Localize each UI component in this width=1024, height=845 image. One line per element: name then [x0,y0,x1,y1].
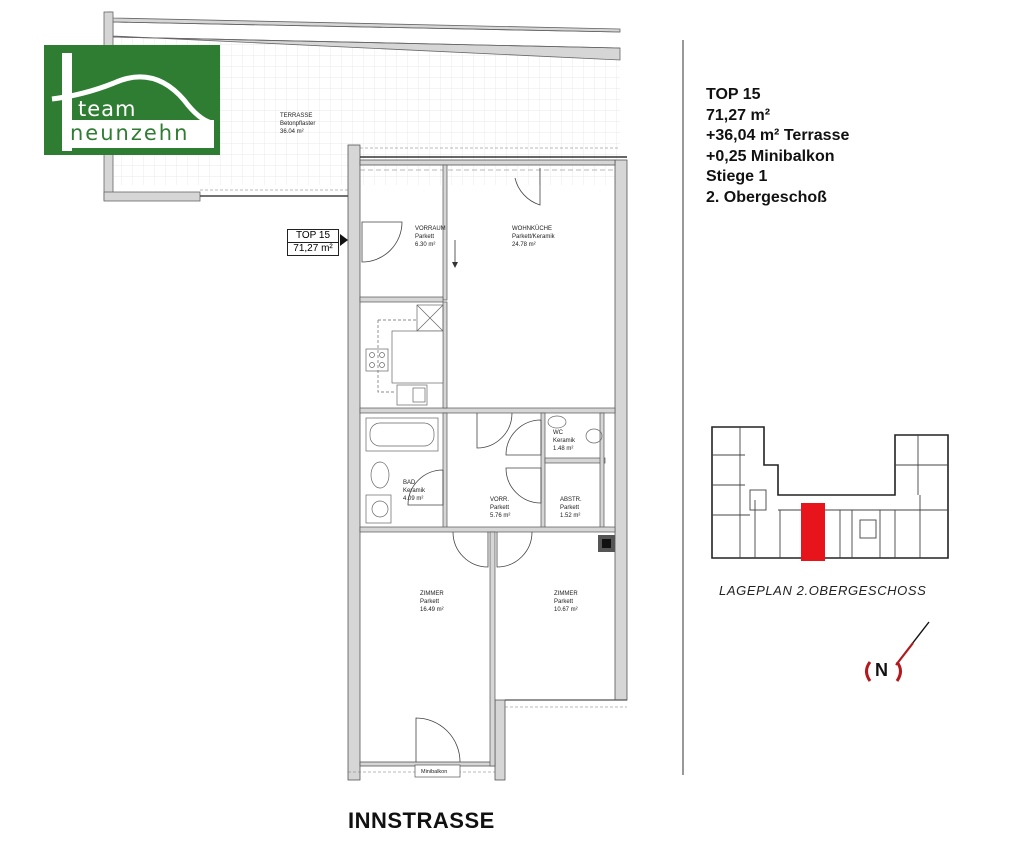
unit-floor: 2. Obergeschoß [706,188,827,206]
north-arrow-icon [865,621,930,682]
svg-text:5.76 m²: 5.76 m² [490,513,510,519]
svg-text:TERRASSE: TERRASSE [280,113,312,119]
svg-text:ZIMMER: ZIMMER [554,591,578,597]
unit-number: TOP 15 [706,86,761,103]
svg-text:WOHNKÜCHE: WOHNKÜCHE [512,225,552,232]
kitchen-fixtures [365,304,444,406]
logo-text-box [64,120,214,148]
unit-info-block: TOP 15 71,27 m² +36,04 m² Terrasse +0,25… [706,85,849,208]
unit-area: 71,27 m² [706,106,771,124]
entry-arrow-icon [340,234,348,246]
minibalkon-box [414,764,461,778]
bathroom-fixtures [365,415,603,524]
logo-text-neunzehn: neunzehn [70,121,190,145]
svg-text:Minibalkon: Minibalkon [421,769,447,775]
unit-stair: Stiege 1 [706,168,768,185]
svg-text:VORRAUM: VORRAUM [415,226,446,232]
svg-text:Parkett: Parkett [560,505,579,511]
north-label: N [875,660,888,680]
logo-text-team: team [78,97,137,121]
svg-text:Parkett: Parkett [415,234,434,240]
street-name: INNSTRASSE [348,808,495,833]
svg-text:Betonpflaster: Betonpflaster [280,121,315,127]
svg-text:4.09 m²: 4.09 m² [403,496,423,502]
svg-text:VORR.: VORR. [490,497,509,503]
svg-text:24.78 m²: 24.78 m² [512,242,536,248]
site-plan-thumbnail [711,426,949,561]
interior-walls [359,164,616,767]
unit-terrace-area: +36,04 m² Terrasse [706,127,850,144]
entry-tag-top: TOP 15 [288,230,338,243]
svg-text:ZIMMER: ZIMMER [420,591,444,597]
svg-text:Keramik: Keramik [553,438,576,444]
room-labels: TERRASSE Betonpflaster 36.04 m² VORRAUM … [280,113,582,775]
site-plan-caption: LAGEPLAN 2.OBERGESCHOSS [719,583,927,598]
svg-text:Parkett: Parkett [554,599,573,605]
svg-text:Keramik: Keramik [403,488,426,494]
svg-text:WC: WC [553,430,564,436]
svg-text:10.67 m²: 10.67 m² [554,607,578,613]
svg-text:1.48 m²: 1.48 m² [553,446,573,452]
svg-text:36.04 m²: 36.04 m² [280,129,304,135]
logo-graphic-icon [51,53,213,151]
entry-unit-tag: TOP 15 71,27 m² [287,229,339,256]
unit-highlight [801,503,825,561]
svg-text:Parkett: Parkett [490,505,509,511]
svg-text:1.52 m²: 1.52 m² [560,513,580,519]
svg-text:ABSTR.: ABSTR. [560,497,582,503]
unit-minibalkon-area: +0,25 Minibalkon [706,147,835,165]
svg-text:BAD: BAD [403,480,416,486]
doors [361,168,542,763]
svg-text:16.49 m²: 16.49 m² [420,607,444,613]
svg-text:Parkett/Keramik: Parkett/Keramik [512,234,556,240]
svg-text:Parkett: Parkett [420,599,439,605]
svg-text:6.30 m²: 6.30 m² [415,242,435,248]
entry-tag-area: 71,27 m² [293,243,333,254]
